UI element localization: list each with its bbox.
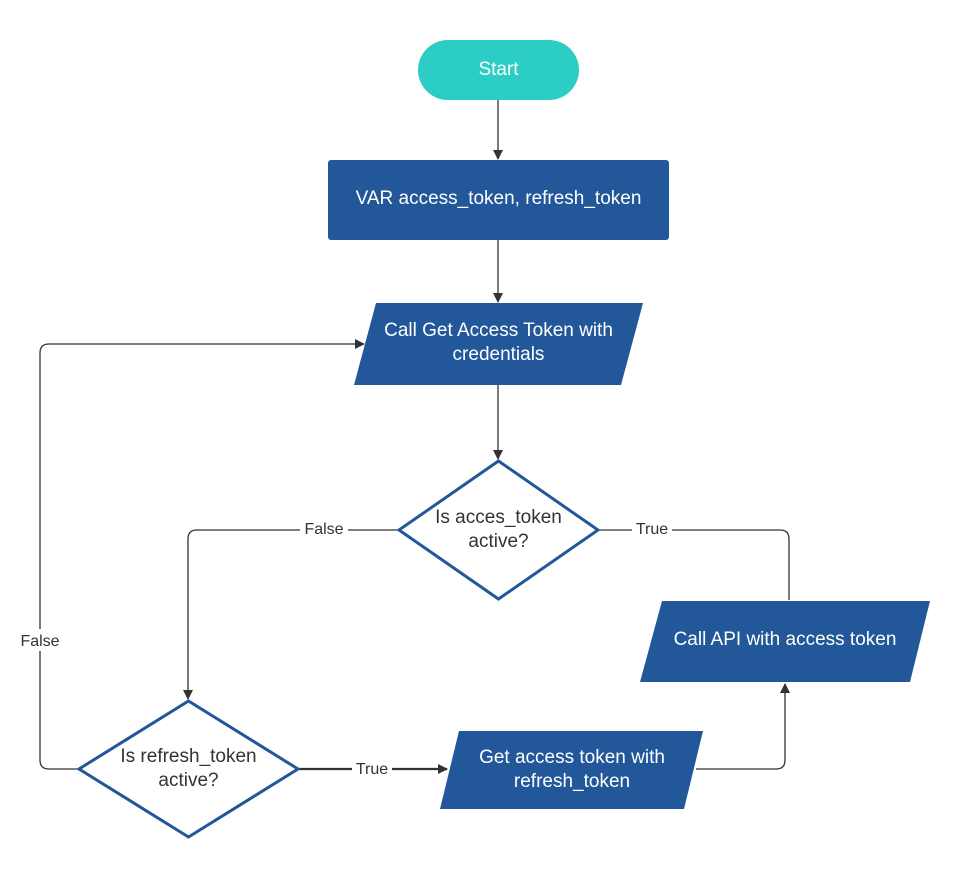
- is-refresh-active-label-line1: Is refresh_token: [120, 746, 256, 767]
- edge-label-access-true-text: True: [636, 521, 668, 538]
- is-access-active-decision-shape: [396, 459, 601, 601]
- node-is-refresh-active: Is refresh_token active?: [76, 699, 301, 839]
- connector-access-false: [183, 529, 399, 700]
- node-start: Start: [418, 40, 579, 100]
- is-access-active-label-line2: active?: [468, 531, 528, 552]
- declare-vars-label: VAR access_token, refresh_token: [356, 188, 642, 209]
- call-api-io-shape: [640, 601, 930, 682]
- edge-label-refresh-false: False: [16, 629, 64, 651]
- edge-label-access-true: True: [632, 518, 672, 540]
- edge-label-refresh-true-text: True: [356, 761, 388, 778]
- refresh-access-token-label-line1: Get access token with: [479, 747, 665, 768]
- node-declare-vars: VAR access_token, refresh_token: [328, 160, 669, 240]
- edge-label-access-false-text: False: [304, 521, 343, 538]
- connector-refreshed-to-api: [696, 683, 790, 770]
- node-is-access-active: Is acces_token active?: [396, 459, 601, 601]
- get-access-token-label-line1: Call Get Access Token with: [384, 320, 613, 341]
- node-call-api: Call API with access token: [640, 601, 930, 682]
- get-access-token-io-shape: [354, 303, 643, 385]
- get-access-token-label-line2: credentials: [453, 344, 545, 365]
- edge-label-access-false: False: [300, 518, 348, 540]
- refresh-access-token-io-shape: [440, 731, 703, 809]
- is-refresh-active-label-line2: active?: [158, 770, 218, 791]
- edge-label-refresh-true: True: [352, 758, 392, 780]
- refresh-access-token-label-line2: refresh_token: [514, 771, 630, 792]
- is-refresh-active-decision-shape: [76, 699, 301, 839]
- start-label: Start: [478, 59, 519, 80]
- declare-vars-process-shape: [328, 160, 669, 240]
- start-terminator-shape: [418, 40, 579, 100]
- node-refresh-access-token: Get access token with refresh_token: [440, 731, 703, 809]
- connector-refresh-false: [39, 339, 365, 770]
- connector-access-true: [598, 529, 790, 600]
- call-api-label: Call API with access token: [674, 629, 897, 650]
- edge-labels: False True False True: [16, 518, 672, 780]
- node-get-access-token: Call Get Access Token with credentials: [354, 303, 643, 385]
- is-access-active-label-line1: Is acces_token: [435, 507, 562, 528]
- edge-label-refresh-false-text: False: [20, 633, 59, 650]
